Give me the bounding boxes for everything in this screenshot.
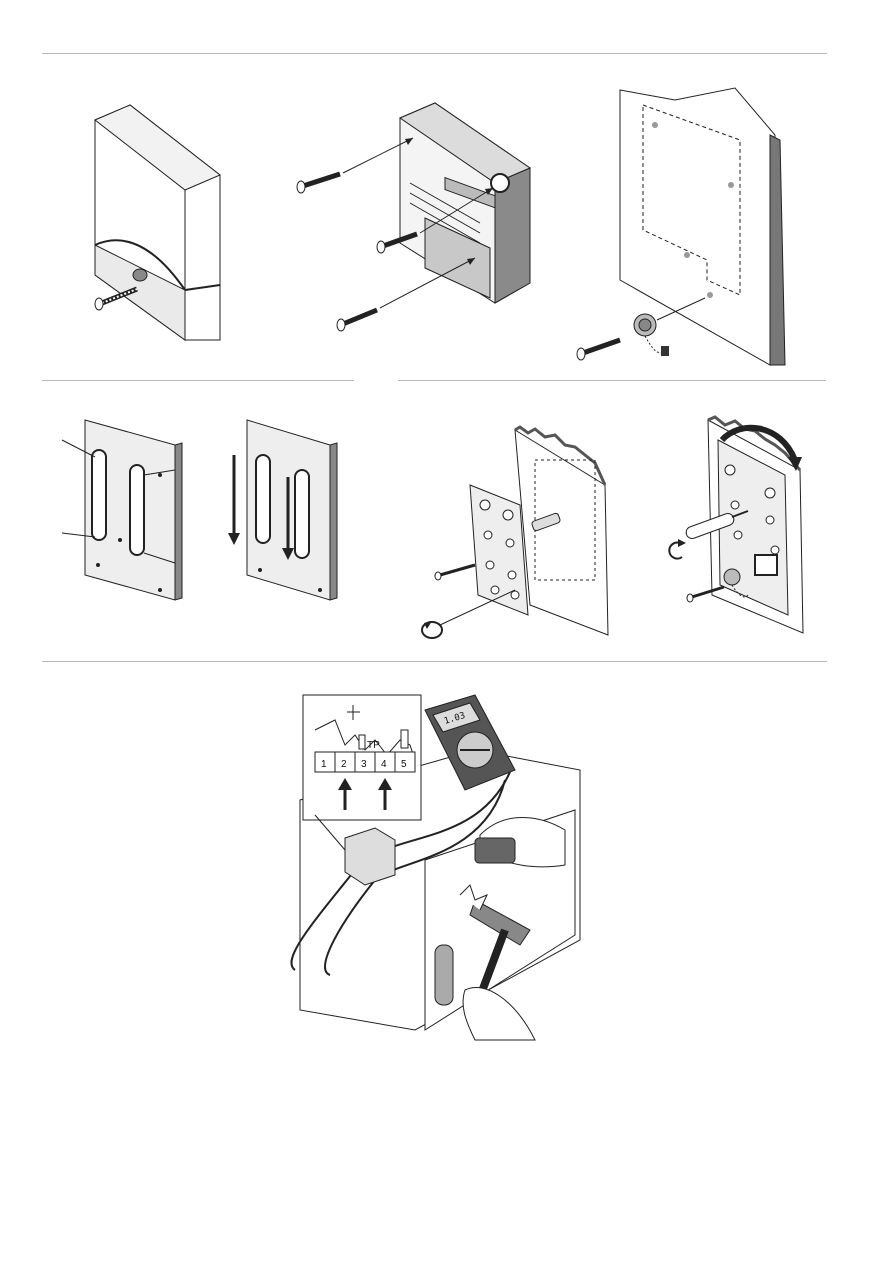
screw-icon (435, 565, 475, 580)
figure-multimeter-test: TP 1 2 3 4 5 (275, 690, 590, 1050)
divider-mid-left (42, 380, 354, 381)
terminal-2: 2 (341, 759, 347, 770)
figure-plate-slide-down (220, 415, 350, 605)
divider-mid-right (398, 380, 826, 381)
divider-lower (42, 661, 827, 662)
figure-wall-outline (575, 80, 790, 370)
figure-housing-screw (80, 95, 230, 345)
terminal-5: 5 (401, 759, 407, 770)
handle-icon (435, 945, 453, 1005)
divider-top (42, 53, 827, 54)
figure-screwdriver-plate (660, 415, 820, 640)
terminal-1: 1 (321, 759, 327, 770)
tp-label: TP (367, 740, 380, 751)
rotate-icon (669, 539, 686, 559)
screw-icon (337, 258, 475, 331)
terminal-3: 3 (361, 759, 367, 770)
terminal-strip: 1 2 3 4 5 (315, 752, 415, 772)
arrow-down-icon (228, 455, 240, 545)
terminal-4: 4 (381, 759, 387, 770)
screw-icon (577, 340, 620, 360)
figure-plate-to-wall (410, 425, 625, 655)
figure-base-unit-screws (295, 98, 535, 338)
screw-icon (297, 138, 413, 193)
hand-icon (463, 987, 535, 1040)
figure-mounting-plate-slots (60, 415, 190, 605)
